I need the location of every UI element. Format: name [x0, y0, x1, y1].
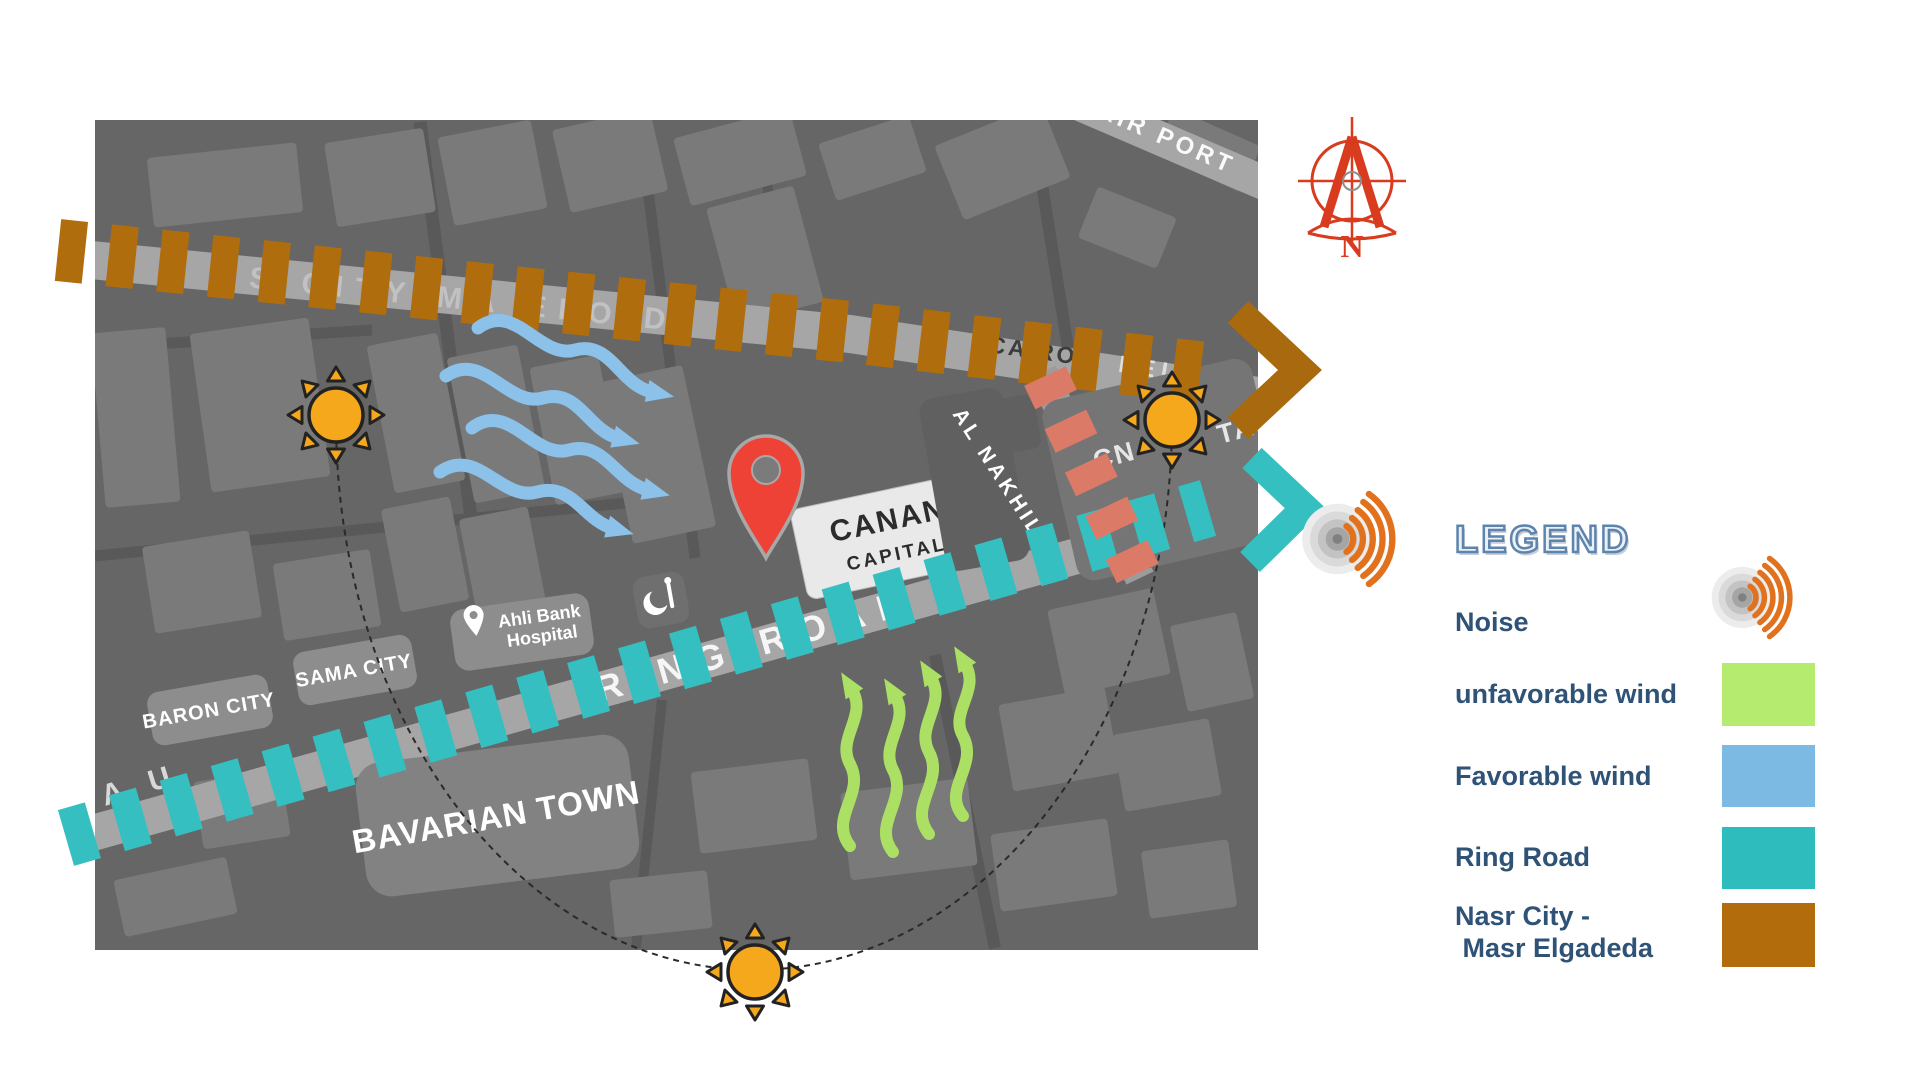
legend-item-noise: Noise	[1455, 592, 1529, 652]
legend-item-ring-road: Ring Road	[1455, 827, 1590, 887]
legend-label-unfavorable-wind: unfavorable wind	[1455, 679, 1678, 709]
legend-title: LEGEND	[1454, 518, 1632, 563]
building-al-nakhil: AL NAKHIL	[919, 388, 1048, 571]
location-pin-icon	[727, 434, 805, 562]
sun-icon-west	[288, 367, 384, 463]
unfavorable-wind-arrows	[837, 646, 977, 858]
sun-icon-east	[1124, 372, 1220, 468]
legend: LEGEND Noise unfavorable wind Favorable …	[1454, 515, 1845, 995]
north-compass: N	[1298, 117, 1406, 264]
unfavorable-wind-swatch	[1722, 663, 1815, 726]
legend-label-ring-road: Ring Road	[1455, 842, 1590, 872]
nasr-city-masr-elgadeda-road	[54, 219, 1322, 439]
building-sama-city: SAMA CITY	[293, 634, 417, 706]
legend-label-nasr-city: Nasr City - Masr Elgadeda	[1455, 901, 1654, 963]
nasr-road-arrow	[1227, 301, 1322, 439]
ring-road-arrow	[1240, 447, 1326, 572]
building-mosque	[632, 571, 690, 629]
connector-road-dashes	[1024, 366, 1159, 584]
legend-label-noise: Noise	[1455, 607, 1529, 637]
ring-road-swatch	[1722, 827, 1815, 889]
legend-label-favorable-wind: Favorable wind	[1455, 761, 1652, 791]
legend-item-nasr-city: Nasr City - Masr Elgadeda	[1455, 896, 1653, 968]
compass-north-label: N	[1340, 228, 1363, 264]
sun-icon-south	[707, 924, 803, 1020]
building-bavarian-town: BAVARIAN TOWN	[349, 734, 643, 897]
building-ahli-bank-hospital: Ahli Bank Hospital	[450, 593, 594, 671]
hospital-pin-icon	[463, 605, 484, 636]
favorable-wind-swatch	[1722, 745, 1815, 807]
building-baron-city: BARON CITY	[141, 674, 277, 746]
favorable-wind-arrows	[433, 314, 674, 538]
legend-item-favorable-wind: Favorable wind	[1455, 746, 1652, 806]
noise-icon-legend	[1710, 555, 1812, 640]
nasr-city-road-swatch	[1722, 903, 1815, 967]
legend-item-unfavorable-wind: unfavorable wind	[1455, 664, 1677, 724]
ring-road-dashes	[57, 447, 1326, 866]
map-city-blocks	[95, 120, 1258, 938]
